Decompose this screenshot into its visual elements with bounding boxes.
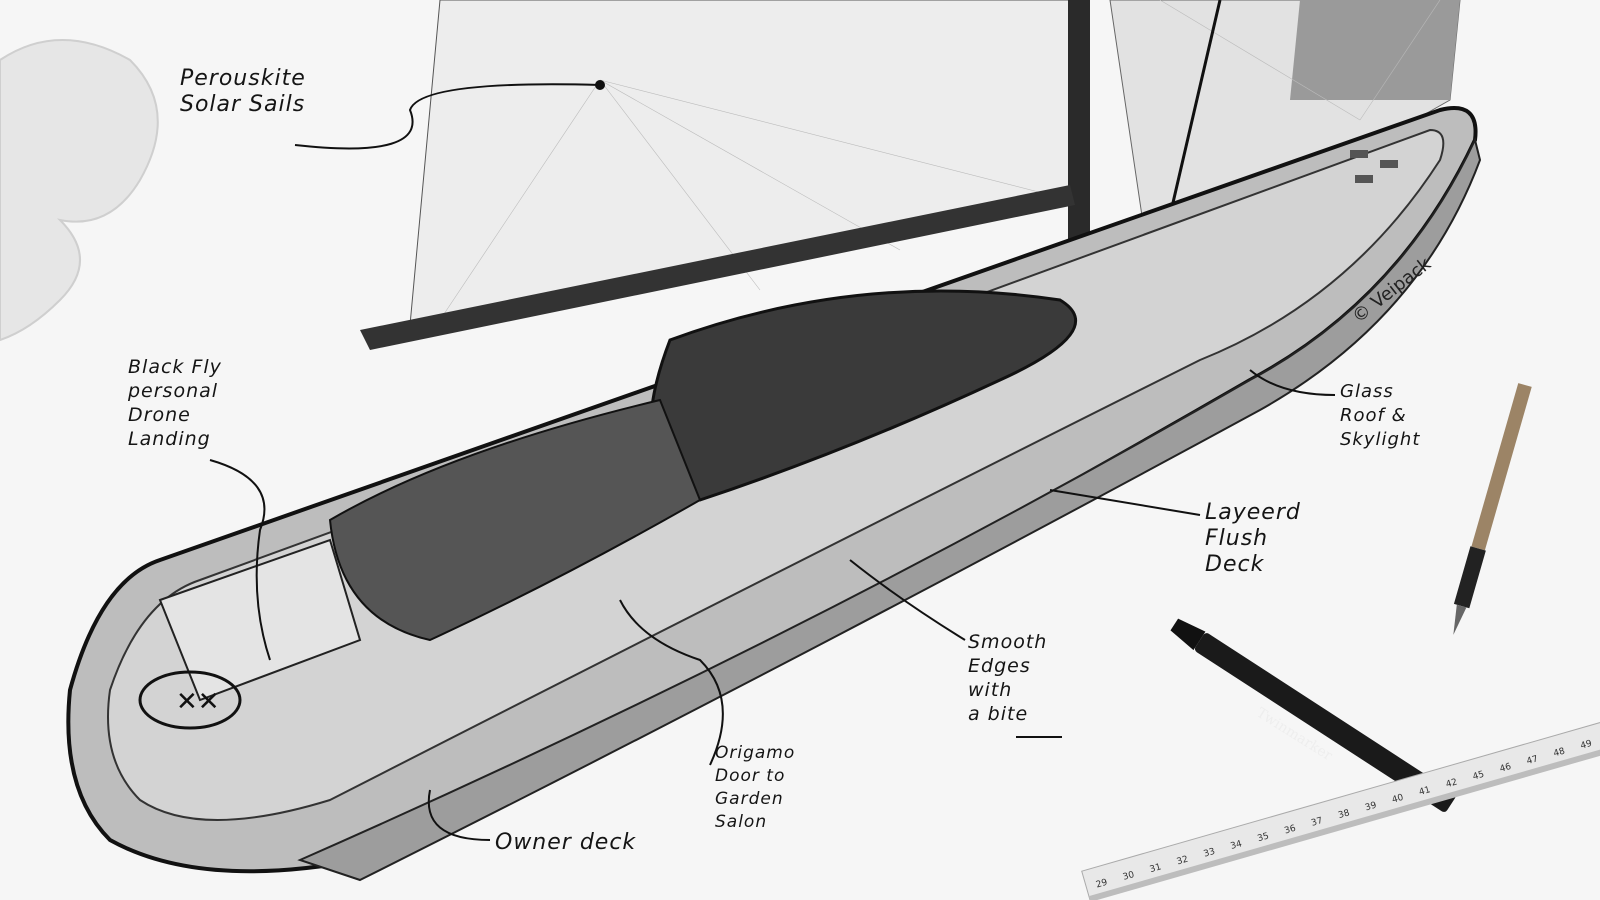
ruler-number: 41 (1418, 785, 1432, 798)
annotation-smooth-edges: Smooth Edges with a bite (968, 631, 1048, 725)
hull-side (297, 137, 1482, 882)
ruler-number: 37 (1310, 816, 1324, 829)
marker-object (1170, 618, 1456, 812)
french-curve-template (0, 39, 159, 342)
boom (360, 185, 1075, 350)
ruler-number: 30 (1122, 870, 1136, 883)
mast (1068, 0, 1090, 275)
annotation-solar-sails: Perouskite Solar Sails (180, 66, 306, 117)
ruler-number: 47 (1526, 754, 1540, 767)
ruler-number: 38 (1337, 808, 1351, 821)
ruler-number: 29 (1095, 878, 1109, 891)
ruler-number: 33 (1203, 847, 1217, 860)
annotation-origami-door: Origamo Door to Garden Salon (715, 743, 796, 832)
ruler-number: 34 (1230, 839, 1244, 852)
ruler-number: 32 (1176, 855, 1190, 868)
ruler-number: 45 (1472, 770, 1486, 783)
ruler-number: 40 (1391, 793, 1405, 806)
svg-text:✕✕: ✕✕ (176, 687, 220, 717)
annotation-owner-deck: Owner deck (495, 830, 637, 855)
ruler-number: 46 (1499, 762, 1513, 775)
hatches (1350, 150, 1398, 183)
leader-lines (209, 80, 1336, 841)
sail-shade (1290, 0, 1460, 100)
ruler-number: 49 (1579, 739, 1593, 752)
ruler-number: 39 (1364, 800, 1378, 813)
annotation-flush-deck: Layeerd Flush Deck (1205, 500, 1301, 577)
annotation-glass-roof: Glass Roof & Skylight (1340, 381, 1421, 450)
ruler-number: 42 (1445, 777, 1459, 790)
ruler-object: 29 30 31 32 33 34 35 36 37 38 39 40 41 42 45 46 47 48 49 (1081, 716, 1600, 900)
ruler-number: 48 (1552, 746, 1566, 759)
pencil-object (1453, 383, 1532, 635)
ruler-number: 35 (1256, 831, 1270, 844)
ruler-number: 31 (1149, 862, 1163, 875)
ruler-number: 36 (1283, 824, 1297, 837)
helipad-logo (138, 670, 242, 730)
annotation-drone-landing: Black Fly personal Drone Landing (128, 356, 222, 450)
cockpit (328, 398, 702, 642)
